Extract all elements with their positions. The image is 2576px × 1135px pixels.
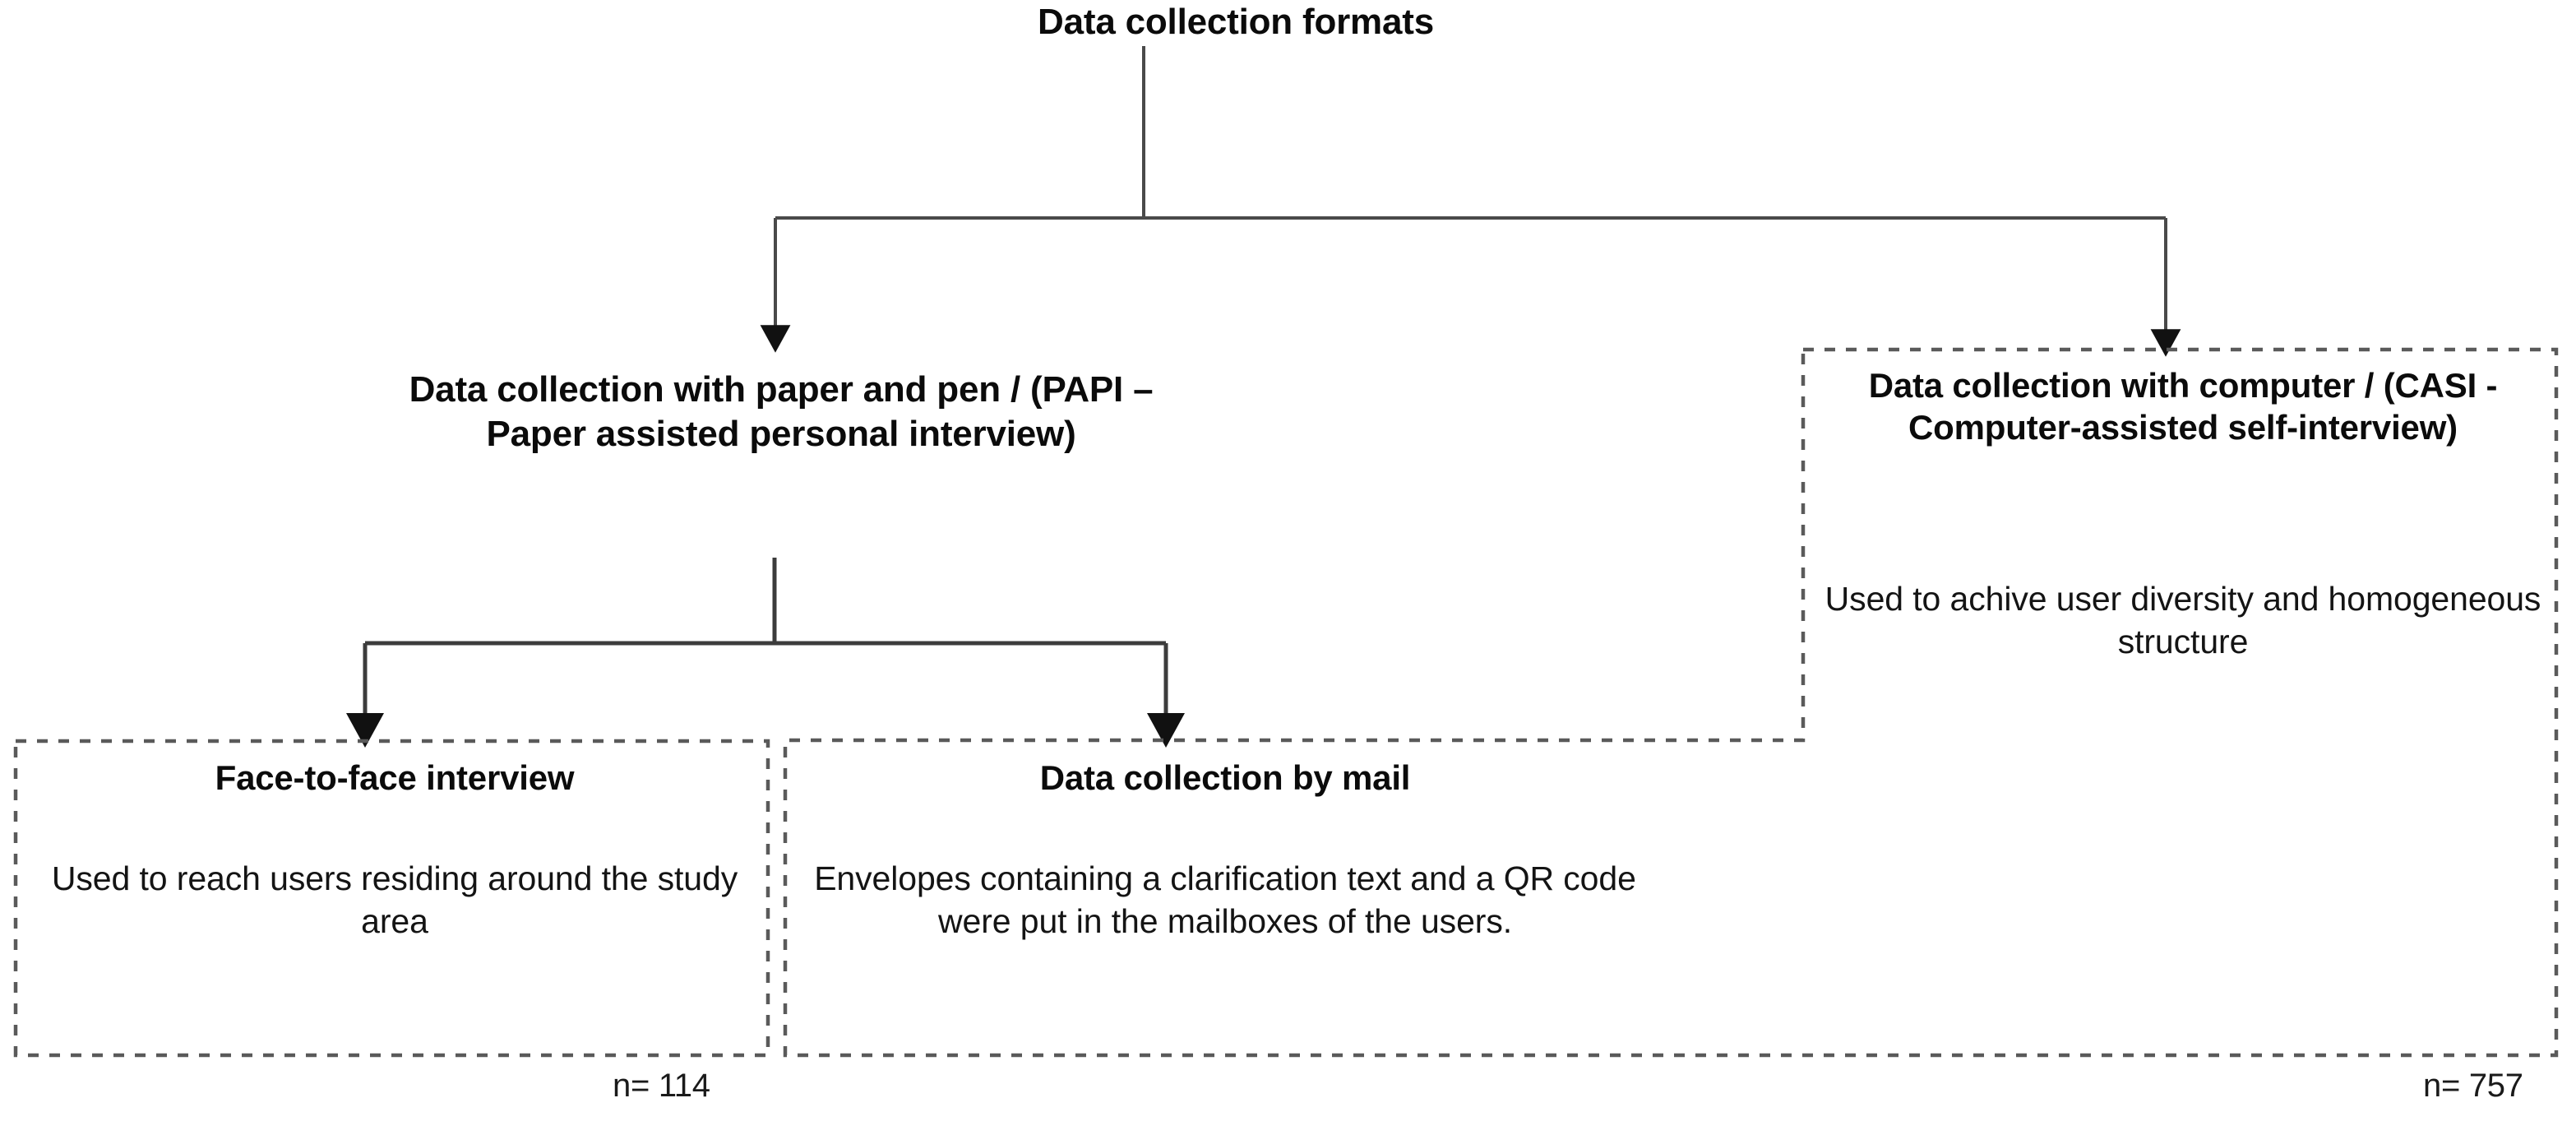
mail-node-body: Envelopes containing a clarification tex… bbox=[814, 859, 1636, 940]
casi-node-title: Data collection with computer / (CASI - … bbox=[1868, 366, 2498, 447]
papi-sample-count: n= 114 bbox=[613, 1068, 710, 1104]
root-node-title: Data collection formats bbox=[1038, 2, 1434, 42]
casi-sample-count: n= 757 bbox=[2423, 1068, 2523, 1104]
face-to-face-node-body: Used to reach users residing around the … bbox=[51, 859, 738, 940]
mail-node-title: Data collection by mail bbox=[1039, 758, 1411, 797]
casi-node-body: Used to achive user diversity and homoge… bbox=[1824, 580, 2541, 660]
papi-node-title: Data collection with paper and pen / (PA… bbox=[409, 369, 1154, 454]
face-to-face-node-title: Face-to-face interview bbox=[215, 758, 575, 797]
